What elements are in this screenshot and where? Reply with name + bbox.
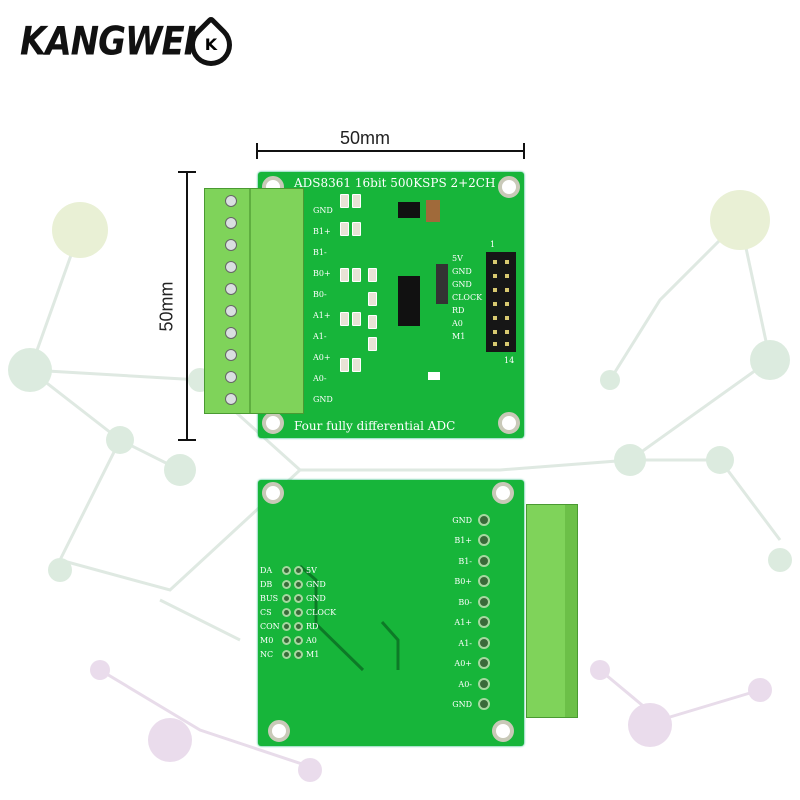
mounting-hole — [498, 412, 520, 434]
bottom-pcb-board: DA DB BUS CS CON M0 NC 5V GND GND CLOCK … — [258, 480, 524, 746]
pin-label: A0+ — [454, 659, 472, 668]
pin-label: GND — [452, 700, 472, 709]
bottom-screw-terminal-block — [526, 504, 578, 718]
pin-label: CON — [260, 622, 280, 631]
pin-label: GND — [306, 580, 326, 589]
capacitor — [426, 200, 440, 222]
pin-label: BUS — [260, 594, 279, 603]
pin-label: B0- — [313, 290, 327, 299]
pin-number: 14 — [504, 356, 515, 365]
pin-label: B0+ — [454, 577, 472, 586]
pin-label: CS — [260, 608, 272, 617]
pin-label: A0- — [458, 680, 472, 689]
pcb-trace — [299, 564, 400, 672]
pin-label: 5V — [452, 254, 463, 263]
resistor-array — [436, 264, 448, 304]
pin-label: A0 — [452, 319, 463, 328]
board-title: ADS8361 16bit 500KSPS 2+2CH — [294, 176, 496, 190]
pin-label: A0 — [306, 636, 317, 645]
pin-label: DA — [260, 566, 273, 575]
dimension-tick — [523, 143, 525, 159]
pin-label: B1- — [313, 248, 327, 257]
pin-label: GND — [306, 594, 326, 603]
pin-label: GND — [313, 395, 333, 404]
pin-label: M0 — [260, 636, 274, 645]
pin-label: B0+ — [313, 269, 331, 278]
pin-label: RD — [306, 622, 319, 631]
mounting-hole — [262, 412, 284, 434]
pin-label: B1+ — [313, 227, 331, 236]
pin-label: M1 — [452, 332, 466, 341]
brand-logo: KANGWEI — [20, 19, 196, 65]
screw-terminal-block — [204, 188, 304, 414]
mounting-hole — [268, 720, 290, 742]
pin-label: 5V — [306, 566, 317, 575]
pin-label: RD — [452, 306, 465, 315]
mounting-hole — [498, 176, 520, 198]
pin-label: A1+ — [454, 618, 472, 627]
pin-label: NC — [260, 650, 274, 659]
pin-label: B1+ — [454, 536, 472, 545]
pin-label: GND — [452, 516, 472, 525]
pin-label: DB — [260, 580, 273, 589]
regulator-chip — [398, 202, 420, 218]
pin-header — [486, 252, 516, 352]
mounting-hole — [262, 482, 284, 504]
pin-label: A0+ — [313, 353, 331, 362]
mounting-hole — [492, 482, 514, 504]
pin-label: CLOCK — [306, 608, 337, 617]
mounting-hole — [492, 720, 514, 742]
pin-label: A1+ — [313, 311, 331, 320]
pin-label: GND — [452, 280, 472, 289]
dimension-tick — [178, 171, 196, 173]
pin-label: M1 — [306, 650, 320, 659]
width-dimension-label: 50mm — [340, 128, 391, 148]
board-footer: Four fully differential ADC — [294, 419, 456, 433]
width-dimension-line — [257, 150, 525, 152]
pin-label: A1- — [313, 332, 327, 341]
pin-label: CLOCK — [452, 293, 483, 302]
smd-part — [428, 372, 440, 380]
adc-chip — [398, 276, 420, 326]
dimension-tick — [178, 439, 196, 441]
pin-label: A1- — [458, 639, 472, 648]
pin-label: GND — [452, 267, 472, 276]
pin-label: A0- — [313, 374, 327, 383]
pin-label: B0- — [458, 598, 472, 607]
pin-label: GND — [313, 206, 333, 215]
height-dimension-label: 50mm — [156, 281, 177, 332]
pin-number: 1 — [490, 240, 496, 249]
height-dimension-line — [186, 172, 188, 440]
dimension-tick — [256, 143, 258, 159]
pin-label: B1- — [458, 557, 472, 566]
